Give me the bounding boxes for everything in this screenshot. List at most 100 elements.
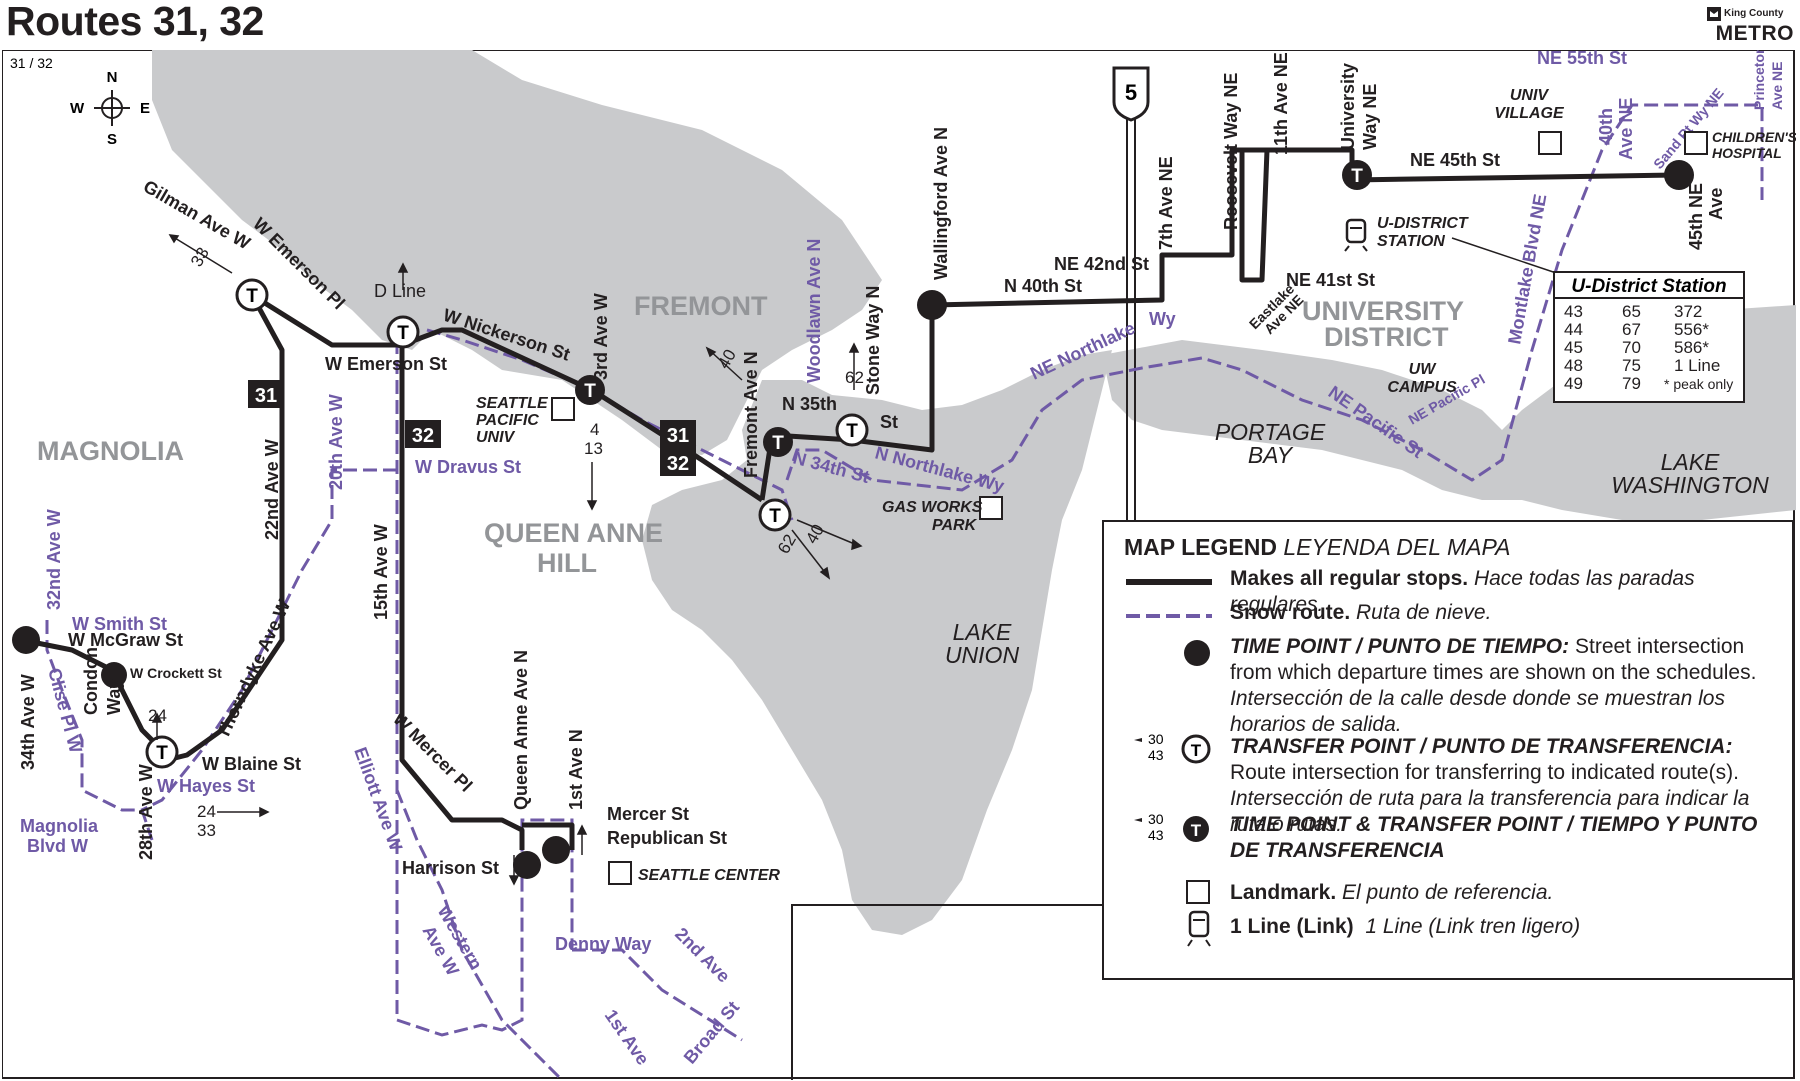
svg-text:Condon: Condon (81, 647, 101, 715)
svg-text:LAKE: LAKE (953, 619, 1012, 645)
time-transfer-point-icon: 30 43 T (1134, 812, 1209, 843)
time-point-republican (542, 836, 570, 864)
svg-text:N 35th: N 35th (782, 394, 837, 414)
svg-text:* peak only: * peak only (1664, 376, 1733, 392)
svg-text:Woodlawn Ave N: Woodlawn Ave N (804, 239, 824, 383)
svg-text:1st Ave N: 1st Ave N (566, 729, 586, 810)
svg-text:32nd Ave W: 32nd Ave W (44, 509, 64, 610)
king-county-metro-logo: King County METRO (1706, 6, 1794, 46)
svg-text:T: T (246, 286, 258, 307)
landmark-icon (608, 861, 632, 885)
svg-text:48: 48 (1564, 356, 1583, 375)
svg-text:556*: 556* (1674, 320, 1709, 339)
time-transfer-icon: T (763, 427, 793, 457)
svg-text:CHILDREN'S: CHILDREN'S (1712, 129, 1796, 145)
route-reference: 31 / 32 (10, 55, 53, 71)
landmark-icon (1186, 880, 1210, 904)
svg-text:Denny Way: Denny Way (555, 934, 651, 954)
svg-text:43: 43 (1148, 747, 1164, 763)
transfer-icon: T (145, 735, 179, 769)
svg-text:UNIV: UNIV (476, 429, 516, 446)
svg-text:DISTRICT: DISTRICT (1324, 322, 1449, 352)
transfer-icon: T (758, 498, 792, 532)
svg-text:Ave NE: Ave NE (1616, 98, 1636, 160)
svg-text:Republican St: Republican St (607, 828, 727, 848)
snow-route-symbol (1126, 614, 1212, 618)
legend-item-time-point: TIME POINT / PUNTO DE TIEMPO: Street int… (1230, 635, 1757, 736)
neighborhood-labels: MAGNOLIA QUEEN ANNE HILL FREMONT UNIVERS… (37, 291, 1464, 578)
time-point-wallingford (917, 290, 947, 320)
svg-text:UNION: UNION (945, 642, 1020, 668)
svg-text:STATION: STATION (1377, 233, 1445, 250)
svg-text:Blvd W: Blvd W (27, 836, 88, 856)
udistrict-routes: 43 65 372 44 67 556* 45 70 586* 48 75 1 … (1564, 302, 1733, 393)
svg-text:T: T (584, 381, 596, 402)
svg-text:20th Ave W: 20th Ave W (326, 394, 346, 490)
time-point-crockett (101, 662, 127, 688)
legend-item-regular: Makes all regular stops. Hace todas las … (1230, 567, 1695, 616)
svg-text:31: 31 (255, 385, 277, 407)
svg-text:St: St (880, 412, 898, 432)
svg-text:24: 24 (197, 802, 216, 821)
svg-text:79: 79 (1622, 374, 1641, 393)
svg-text:43: 43 (1148, 827, 1164, 843)
svg-text:4: 4 (590, 420, 599, 439)
transfer-point-icon: 30 43 T (1134, 732, 1211, 764)
svg-text:HILL: HILL (537, 548, 597, 578)
svg-text:W Hayes St: W Hayes St (157, 776, 255, 796)
svg-text:UNIV: UNIV (1510, 87, 1550, 104)
svg-text:Way: Way (104, 679, 124, 715)
svg-text:Roosevelt Way NE: Roosevelt Way NE (1221, 73, 1241, 230)
crown-icon (1707, 7, 1721, 21)
transfer-icon: T (235, 278, 269, 312)
svg-text:49: 49 (1564, 374, 1583, 393)
water-labels: LAKE UNION PORTAGE BAY LAKE WASHINGTON (945, 419, 1769, 668)
svg-text:U-DISTRICT: U-DISTRICT (1377, 215, 1469, 232)
brand-big: METRO (1715, 22, 1794, 45)
svg-text:PARK: PARK (932, 517, 978, 534)
svg-text:28th Ave W: 28th Ave W (136, 764, 156, 860)
svg-text:33: 33 (197, 821, 216, 840)
svg-text:3rd Ave W: 3rd Ave W (591, 293, 611, 380)
legend-heading: MAP LEGEND LEYENDA DEL MAPA (1124, 534, 1511, 560)
svg-text:Princeton: Princeton (1751, 50, 1767, 110)
time-points (12, 160, 1694, 879)
legend-item-snow: Snow route. Ruta de nieve. (1230, 601, 1492, 624)
brand-small: King County (1724, 8, 1784, 19)
route-badges: 31 32 31 32 (248, 380, 696, 476)
landmark-icon (979, 496, 1003, 520)
legend-item-transfer-point: TRANSFER POINT / PUNTO DE TRANSFERENCIA:… (1230, 735, 1750, 836)
page-title: Routes 31, 32 (6, 0, 264, 44)
svg-text:S: S (107, 131, 117, 148)
svg-text:22nd Ave W: 22nd Ave W (262, 439, 282, 540)
svg-text:SEATTLE CENTER: SEATTLE CENTER (638, 867, 780, 884)
svg-text:VILLAGE: VILLAGE (1494, 105, 1565, 122)
time-transfer-icon: T (575, 375, 605, 405)
map-legend: MAP LEGEND LEYENDA DEL MAPA Makes all re… (1102, 520, 1794, 980)
light-rail-icon (1187, 910, 1211, 947)
transfer-points: T T T T T T T T (145, 160, 1372, 769)
svg-text:44: 44 (1564, 320, 1583, 339)
svg-text:40th: 40th (1596, 108, 1616, 145)
svg-text:LAKE: LAKE (1661, 449, 1720, 475)
svg-text:T: T (397, 323, 409, 344)
svg-text:W McGraw St: W McGraw St (68, 630, 183, 650)
svg-text:NE 42nd St: NE 42nd St (1054, 254, 1149, 274)
svg-text:SEATTLE: SEATTLE (476, 395, 549, 412)
legend-item-1-line: 1 Line (Link) 1 Line (Link tren ligero) (1230, 915, 1581, 938)
svg-text:1 Line: 1 Line (1674, 356, 1720, 375)
svg-text:Ave: Ave (1706, 188, 1726, 220)
svg-text:N 40th St: N 40th St (1004, 276, 1082, 296)
svg-text:GAS WORKS: GAS WORKS (882, 499, 983, 516)
svg-text:Magnolia: Magnolia (20, 816, 99, 836)
svg-text:13: 13 (584, 439, 603, 458)
svg-text:Fremont Ave N: Fremont Ave N (741, 351, 761, 478)
svg-text:NE 55th St: NE 55th St (1537, 50, 1627, 68)
svg-text:UNIVERSITY: UNIVERSITY (1302, 296, 1464, 326)
svg-text:NE 45th St: NE 45th St (1410, 150, 1500, 170)
svg-text:CAMPUS: CAMPUS (1387, 379, 1457, 396)
highway-number: 5 (1125, 80, 1137, 105)
time-point-icon (1184, 640, 1210, 666)
transfer-icon: T (835, 413, 869, 447)
svg-text:PORTAGE: PORTAGE (1215, 419, 1326, 445)
